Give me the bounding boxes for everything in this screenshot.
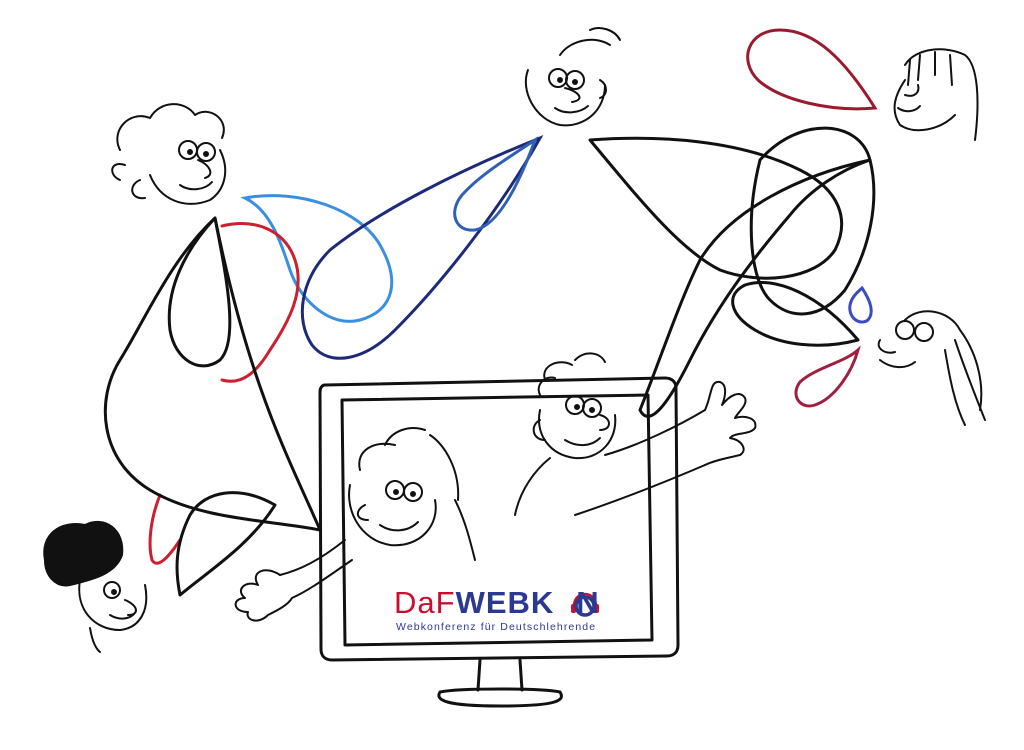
outline-bubbles — [103, 126, 876, 597]
logo-subtitle: Webkonferenz für Deutschlehrende — [396, 621, 597, 633]
left-inner-drop — [167, 216, 232, 368]
dafwebkon-logo: DaFWEBK N Webkonferenz für Deutschlehrend… — [394, 586, 634, 636]
face-right-glasses — [877, 310, 986, 426]
face-bottom-left — [43, 520, 148, 653]
colored-bubbles — [148, 28, 878, 565]
monitor-neck — [476, 658, 524, 692]
character-right — [514, 352, 757, 516]
face-top-right — [893, 48, 979, 141]
face-curly-top-left — [111, 103, 227, 205]
monitor-inner-screen — [340, 393, 654, 647]
character-left — [234, 427, 476, 622]
small-blue-drop — [453, 136, 538, 232]
light-blue-bubble — [240, 194, 394, 323]
face-top-center — [524, 27, 621, 127]
red-bubble-left — [220, 222, 300, 383]
red-drop-right — [794, 345, 861, 408]
navy-bubble — [300, 135, 544, 360]
right-lower-bubble — [731, 280, 860, 347]
monitor-base — [437, 687, 563, 708]
red-bubble-lower — [148, 493, 182, 565]
right-mid-bubble — [749, 126, 876, 316]
indigo-drop — [848, 285, 873, 324]
logo-daf-text: DaF — [394, 585, 456, 620]
right-big-bubble — [588, 136, 844, 280]
big-left-bubble — [103, 216, 322, 532]
lower-left-bubble — [175, 491, 277, 597]
monitor-outer-frame — [318, 376, 680, 662]
right-tall-bubble — [638, 158, 872, 418]
logo-n-text: N — [576, 585, 600, 620]
monitor — [318, 376, 680, 708]
logo-headset-icon — [571, 592, 599, 617]
dark-red-bubble — [746, 28, 878, 111]
logo-wordmark: DaFWEBK N — [394, 586, 600, 620]
logo-webk-text: WEBK — [455, 585, 555, 620]
